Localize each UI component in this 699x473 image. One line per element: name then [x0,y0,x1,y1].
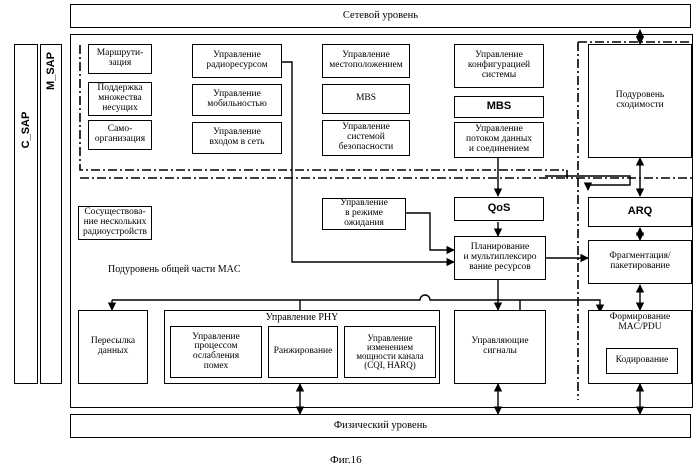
qos-label: QoS [488,203,511,214]
arq-box: ARQ [588,197,692,227]
fragmentation-label: Фрагментация/ пакетирование [609,252,670,271]
convergence-sublayer-label: Подуровень сходимости [616,91,664,110]
mbs-right-label: MBS [487,101,511,112]
radio-resource-box: Управление радиоресурсом [192,44,282,78]
ranging-box: Ранжирование [268,326,338,378]
data-forwarding-box: Пересылка данных [78,310,148,384]
security-box: Управление системой безопасности [322,120,410,156]
routing-box: Маршрути- зация [88,44,152,74]
interference-label: Управление процессом ослабления помех [192,333,240,372]
flow-management-label: Управление потоком данных и соединением [466,125,532,154]
self-organization-box: Само- организация [88,120,152,150]
network-entry-label: Управление входом в сеть [209,128,264,147]
encryption-box: Кодирование [606,348,678,374]
idle-mode-label: Управление в режиме ожидания [340,199,388,228]
idle-mode-box: Управление в режиме ожидания [322,198,406,230]
phy-control-label: Управление PHY [266,313,339,323]
mobility-label: Управление мобильностью [207,90,267,109]
link-adaptation-label: Управление изменением мощности канала (C… [356,334,423,371]
scheduling-label: Планирование и мультиплексиро вание ресу… [464,243,537,272]
location-box: Управление местоположением [322,44,410,78]
multicarrier-label: Поддержка множества несущих [97,84,142,113]
convergence-sublayer-box: Подуровень сходимости [588,44,692,158]
interference-box: Управление процессом ослабления помех [170,326,262,378]
self-organization-label: Само- организация [95,125,145,144]
control-signals-label: Управляющие сигналы [471,337,528,356]
pdu-formation-label: Формирование MAC/PDU [610,313,670,332]
multicarrier-box: Поддержка множества несущих [88,82,152,116]
figure-caption: Фиг.16 [330,455,362,467]
location-label: Управление местоположением [329,51,402,70]
security-label: Управление системой безопасности [339,123,394,152]
qos-box: QoS [454,197,544,221]
arq-label: ARQ [628,206,652,217]
coexistence-box: Сосуществова- ние нескольких радиоустрой… [78,206,152,240]
idle-to-scheduling [405,213,454,250]
common-part-sublayer-label: Подуровень общей части MAC [108,265,241,276]
coexistence-label: Сосуществова- ние нескольких радиоустрой… [83,208,147,237]
encryption-label: Кодирование [616,356,669,366]
mbs-right-box: MBS [454,96,544,118]
link-adaptation-box: Управление изменением мощности канала (C… [344,326,436,378]
routing-label: Маршрути- зация [97,49,144,68]
flow-management-box: Управление потоком данных и соединением [454,122,544,158]
config-label: Управление конфигурацией системы [468,51,530,80]
network-entry-box: Управление входом в сеть [192,122,282,154]
config-box: Управление конфигурацией системы [454,44,544,88]
control-signals-box: Управляющие сигналы [454,310,546,384]
mbs-left-label: MBS [356,94,376,104]
mbs-left-box: MBS [322,84,410,114]
scheduling-box: Планирование и мультиплексиро вание ресу… [454,236,546,280]
data-forwarding-label: Пересылка данных [91,337,135,356]
fragmentation-box: Фрагментация/ пакетирование [588,240,692,284]
radio-resource-label: Управление радиоресурсом [206,51,267,70]
ranging-label: Ранжирование [274,347,333,357]
mobility-box: Управление мобильностью [192,84,282,116]
